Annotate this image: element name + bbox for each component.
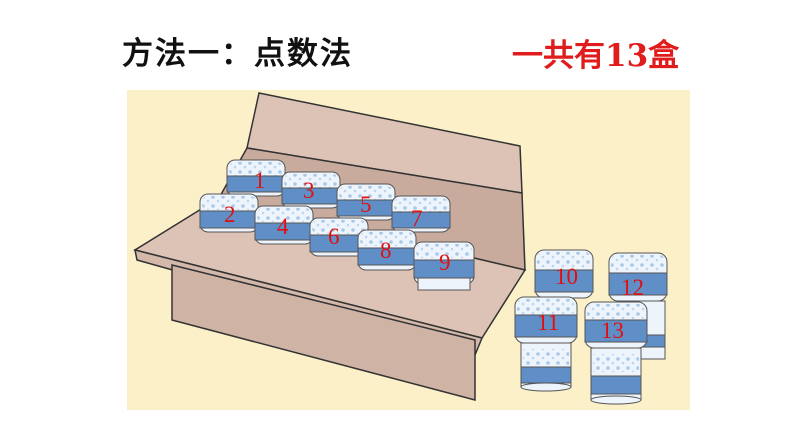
count-number-12: 12 <box>621 275 644 300</box>
boxed-yogurt-cups <box>199 159 475 291</box>
total-count-label: 一共有13盒 <box>512 38 680 74</box>
count-number-9: 9 <box>439 250 451 275</box>
count-number-2: 2 <box>224 202 236 227</box>
loose-yogurt-cups <box>514 249 668 405</box>
count-number-7: 7 <box>411 206 423 231</box>
count-number-13: 13 <box>601 318 624 343</box>
count-number-6: 6 <box>328 224 340 249</box>
illustration-panel: 1 2 3 4 5 6 7 8 9 10 11 12 13 <box>127 90 690 410</box>
count-number-4: 4 <box>277 214 289 239</box>
count-number-11: 11 <box>537 310 559 335</box>
page-title: 方法一：点数法 <box>122 36 353 72</box>
count-number-5: 5 <box>360 192 372 217</box>
count-numbers: 1 2 3 4 5 6 7 8 9 10 11 12 13 <box>224 168 644 343</box>
count-number-8: 8 <box>380 238 392 263</box>
count-number-10: 10 <box>555 264 578 289</box>
yogurt-box-illustration: 1 2 3 4 5 6 7 8 9 10 11 12 13 <box>133 92 668 405</box>
count-number-3: 3 <box>303 178 315 203</box>
count-number-1: 1 <box>254 168 266 193</box>
